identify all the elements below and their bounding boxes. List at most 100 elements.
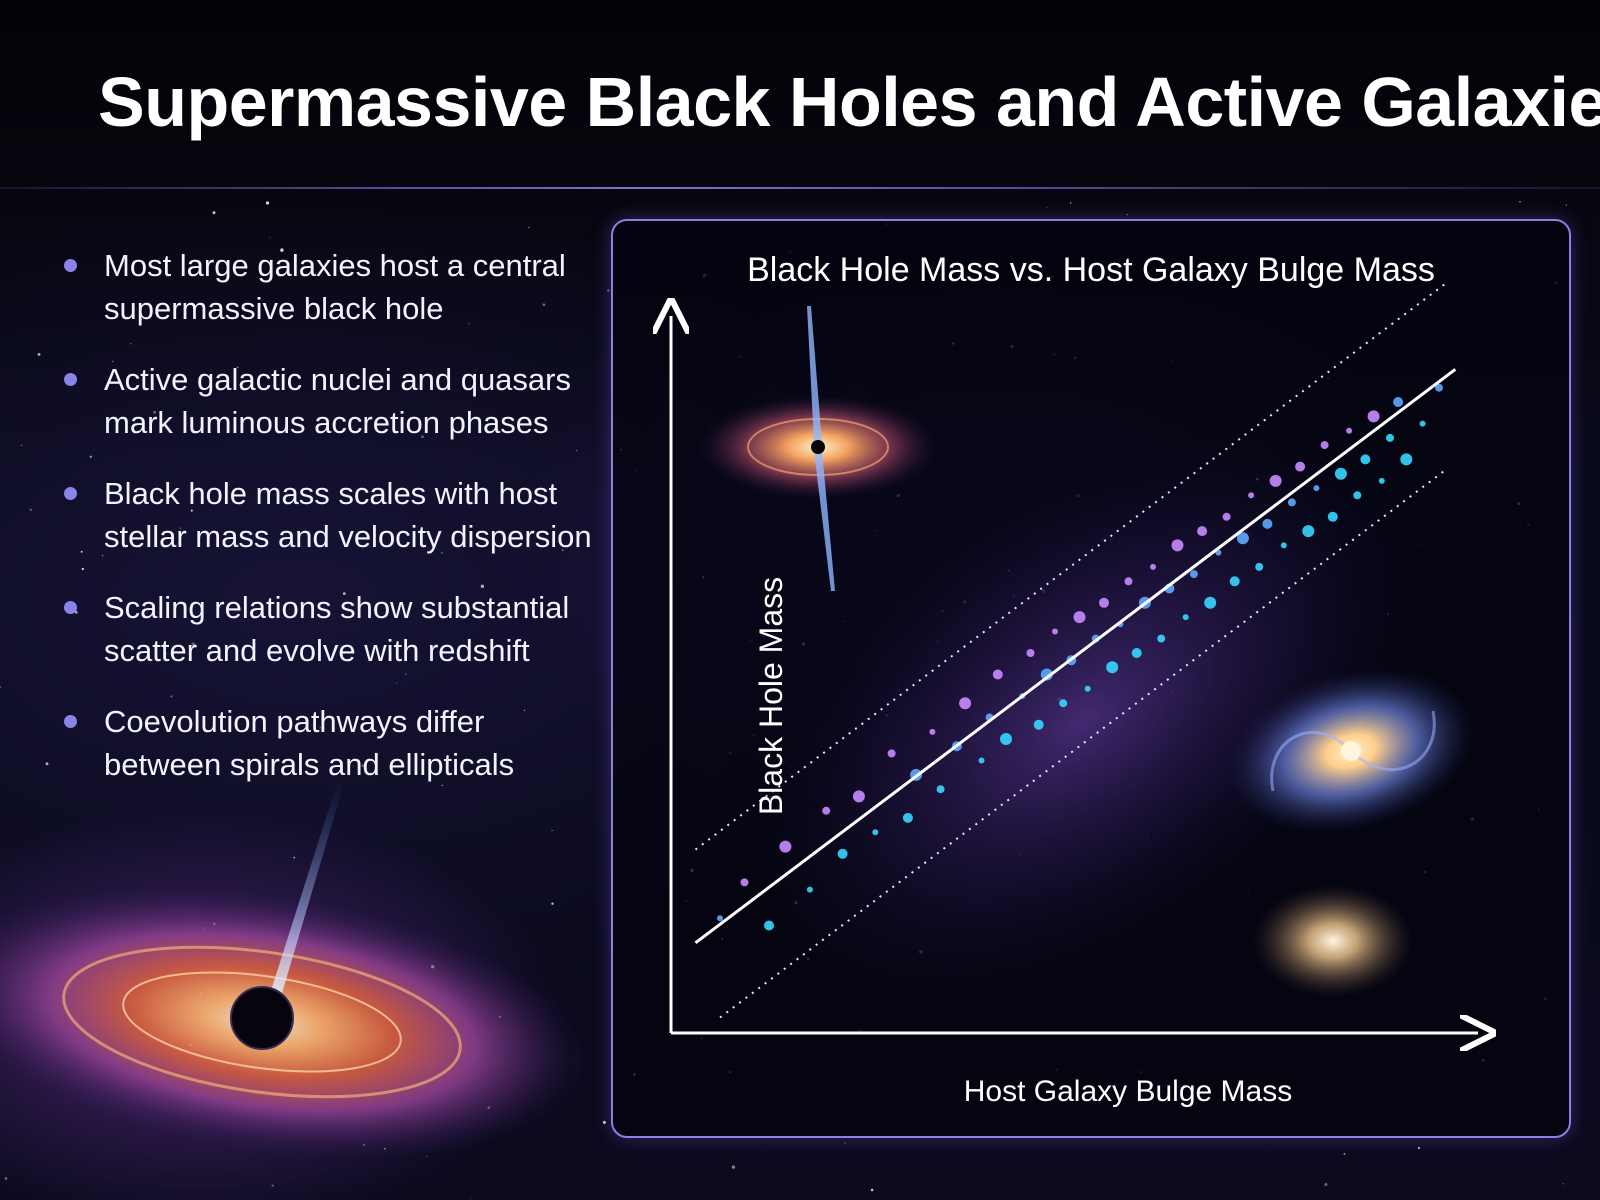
star — [387, 720, 390, 724]
star — [1126, 213, 1128, 216]
bullet-dot-icon — [64, 715, 77, 728]
star — [1324, 1183, 1328, 1186]
data-point — [1393, 397, 1404, 407]
data-point — [887, 749, 896, 758]
star — [602, 1120, 606, 1124]
data-point — [837, 848, 848, 859]
elliptical-galaxy-icon — [1253, 885, 1413, 997]
chart-panel: Black Hole Mass vs. Host Galaxy Bulge Ma… — [611, 219, 1571, 1138]
data-point — [1099, 597, 1109, 608]
data-point — [1419, 420, 1426, 427]
upper-scatter-band — [694, 281, 1448, 851]
data-point — [1000, 733, 1012, 745]
data-point — [1040, 668, 1053, 681]
star — [1069, 202, 1072, 204]
header-divider — [0, 187, 1600, 189]
quasar-jet-icon — [698, 306, 938, 591]
star — [4, 1177, 8, 1180]
star — [20, 444, 23, 446]
star — [1565, 204, 1568, 206]
bullet-dot-icon — [64, 601, 77, 614]
bullet-item: Coevolution pathways differ between spir… — [60, 700, 600, 786]
bullet-text: Scaling relations show substantial scatt… — [104, 590, 570, 668]
data-point — [1353, 491, 1362, 500]
data-point — [1106, 661, 1119, 674]
star — [480, 584, 485, 588]
star — [271, 1184, 274, 1187]
bullet-item: Black hole mass scales with host stellar… — [60, 472, 600, 558]
data-point — [872, 829, 879, 836]
star — [528, 226, 530, 229]
star — [45, 762, 49, 766]
star — [405, 673, 407, 675]
data-point — [1073, 611, 1086, 624]
data-point — [1400, 453, 1413, 466]
star — [542, 303, 546, 307]
chart-title: Black Hole Mass vs. Host Galaxy Bulge Ma… — [747, 251, 1435, 289]
star — [361, 764, 364, 767]
star — [179, 527, 181, 529]
star — [731, 1165, 736, 1169]
data-point — [1280, 542, 1287, 549]
data-point — [1150, 563, 1156, 570]
data-point — [1204, 596, 1217, 609]
star — [130, 343, 132, 345]
data-point — [1334, 467, 1347, 480]
star — [269, 236, 271, 239]
header-bar — [0, 0, 1600, 188]
data-point — [929, 728, 936, 735]
star — [191, 642, 195, 646]
spiral-galaxy-icon — [1228, 669, 1474, 833]
data-point — [740, 878, 749, 887]
star — [441, 784, 443, 787]
data-point — [1313, 485, 1320, 492]
bullet-text: Most large galaxies host a central super… — [104, 248, 566, 326]
data-point — [1171, 539, 1184, 552]
star — [81, 567, 84, 571]
data-point — [1386, 433, 1394, 442]
data-point — [902, 812, 913, 823]
star — [112, 360, 114, 363]
black-hole-accretion-disk-icon — [0, 780, 590, 1159]
data-point — [806, 886, 813, 893]
bullet-dot-icon — [64, 259, 77, 272]
star — [470, 1198, 472, 1200]
data-point — [1026, 649, 1035, 657]
star — [153, 410, 157, 414]
data-point — [959, 697, 972, 710]
star — [607, 289, 610, 292]
data-point — [1287, 498, 1296, 507]
star — [319, 726, 322, 729]
best-fit-line — [694, 368, 1457, 944]
bullet-list: Most large galaxies host a central super… — [60, 244, 600, 814]
scatter-chart — [613, 281, 1569, 1136]
data-point — [1189, 570, 1198, 579]
star — [440, 551, 443, 554]
star — [190, 509, 193, 512]
page-title: Supermassive Black Holes and Active Gala… — [98, 63, 1600, 141]
bullet-text: Coevolution pathways differ between spir… — [104, 704, 515, 782]
data-point — [992, 669, 1003, 680]
star — [524, 709, 526, 712]
data-point — [1124, 577, 1133, 586]
star — [1343, 1152, 1346, 1155]
bullet-text: Active galactic nuclei and quasars mark … — [104, 362, 571, 440]
y-axis-label: Black Hole Mass — [753, 576, 789, 816]
star — [101, 554, 104, 557]
data-point — [1229, 576, 1240, 587]
data-point — [1327, 511, 1338, 522]
star — [293, 856, 296, 859]
star — [1519, 200, 1521, 203]
data-point — [1435, 383, 1443, 392]
data-point — [978, 757, 985, 764]
data-point — [1360, 454, 1371, 465]
star — [297, 503, 299, 505]
data-point — [1378, 477, 1385, 484]
star — [421, 435, 424, 439]
data-point — [1255, 562, 1264, 571]
bullet-item: Scaling relations show substantial scatt… — [60, 586, 600, 672]
data-point — [1295, 461, 1306, 472]
star — [236, 366, 239, 369]
star — [29, 508, 33, 512]
x-axis-label: Host Galaxy Bulge Mass — [963, 1075, 1293, 1108]
